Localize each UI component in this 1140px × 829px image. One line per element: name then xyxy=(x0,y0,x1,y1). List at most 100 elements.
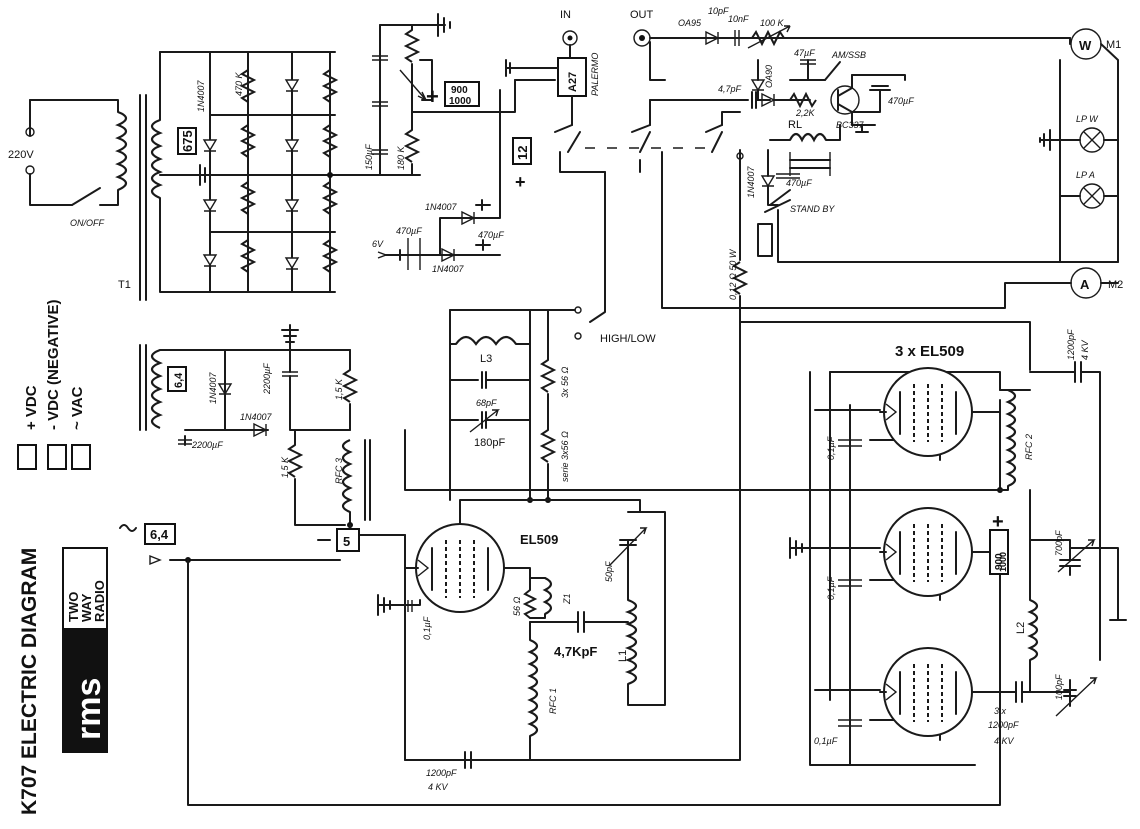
diagram-title: K707 ELECTRIC DIAGRAM xyxy=(18,548,41,815)
am-ssb-switch-section: AM/SSB 47µF BC337 2,2K 470µF 4,7pF OA90 xyxy=(718,48,914,133)
shunt-label: 0,12 Ω 50 W xyxy=(728,248,738,300)
hv-plus-sign: + xyxy=(426,84,439,109)
transistor-label: BC337 xyxy=(836,120,865,130)
v12-label: 12 xyxy=(515,146,530,160)
out-cap-label-a: 3 x xyxy=(994,706,1007,716)
l2-label: L2 xyxy=(1015,622,1027,634)
oa95-label: OA95 xyxy=(678,18,702,28)
lamp-w-label: LP W xyxy=(1076,114,1099,124)
cap-10pf-label: 10pF xyxy=(708,6,729,16)
rfc1-label: RFC 1 xyxy=(548,688,558,714)
meter-a-name: M2 xyxy=(1108,279,1123,291)
meter-w-name: M1 xyxy=(1106,39,1121,51)
l1-label: L1 xyxy=(617,650,629,662)
final-tube-1 xyxy=(879,367,1001,491)
driver-cap-01uf-label: 0,1µF xyxy=(422,616,432,640)
diode-12v-a-label: 1N4007 xyxy=(425,202,458,212)
hv-secondary-label: 675 xyxy=(180,130,195,152)
antenna-relay: IN OUT A27 PALERMO OA95 10pF 10nF 100 K xyxy=(505,6,1071,173)
supply-12v: 6V 1N4007 1N4007 470µF 470µF 12 + xyxy=(372,89,532,274)
relay-rl-standby: RL 1N4007 470µF STAND BY xyxy=(736,119,1119,263)
cap-150uf-label: 150µF xyxy=(364,144,374,170)
cap-180pf-label: 180pF xyxy=(474,437,505,449)
kv-top-label: 4 KV xyxy=(1080,339,1090,360)
rfc3-label: RFC 3 xyxy=(334,458,344,484)
res-1k5-b-label: 1,5 K xyxy=(280,456,290,478)
res-1k5-a-label: 1,5 K xyxy=(334,378,344,400)
final-tube-2 xyxy=(879,507,1001,597)
cap-470uf-a-label: 470µF xyxy=(396,226,422,236)
diode-12v-b-label: 1N4007 xyxy=(432,264,465,274)
heater-diode2-label: 1N4007 xyxy=(240,412,273,422)
z1-label: Z1 xyxy=(562,593,572,605)
cap-100pf-label: 100pF xyxy=(1054,674,1064,700)
l3-label: L3 xyxy=(480,353,492,365)
bot-kv-label: 4 KV xyxy=(428,782,449,792)
bank-res-label: 470 K xyxy=(234,71,244,96)
legend-vdc-neg: - VDC (NEGATIVE) xyxy=(45,299,62,430)
bottom-coupling-cap: 1200pF 4 KV xyxy=(404,751,472,792)
hv-final-box-line1: 900 xyxy=(994,553,1005,570)
out-cap-label-b: 1200pF xyxy=(988,720,1019,730)
mains-switch-label: ON/OFF xyxy=(70,218,104,228)
cap-47uf-label: 47µF xyxy=(794,48,815,58)
cap-470uf-r-label: 470µF xyxy=(888,96,914,106)
legend-vac: ~ VAC xyxy=(69,386,86,430)
meter-a-symbol: A xyxy=(1080,277,1090,292)
heater-secondary-label: 6,4 xyxy=(173,372,185,388)
rms-logo: rms TWO WAY RADIO xyxy=(62,547,108,753)
hv-box-line1: 900 xyxy=(451,85,468,96)
legend: + VDC - VDC (NEGATIVE) ~ VAC xyxy=(17,299,91,470)
standby-label: STAND BY xyxy=(790,204,835,214)
hv-final-plus: + xyxy=(992,511,1004,533)
bot-cap-label: 1200pF xyxy=(426,768,457,778)
meters-lamps: W M1 LP W LP A A M2 xyxy=(661,28,1123,309)
final-cap-c-label: 0,1µF xyxy=(814,736,838,746)
res-180k-label: 180 K xyxy=(396,145,406,170)
driver-stage: EL509 0,1µF 56 Ω Z1 4,7KpF RFC 1 50pF L1 xyxy=(377,321,741,761)
cap-10nf-label: 10nF xyxy=(728,14,749,24)
cap-470uf-rl-label: 470µF xyxy=(786,178,812,188)
high-low-switch: HIGH/LOW L3 68pF 180pF 3x 56 Ω serie 3x5… xyxy=(449,171,656,503)
v6-label: 6V xyxy=(372,239,384,249)
relay-rl-label: RL xyxy=(788,119,802,131)
lamp-a-label: LP A xyxy=(1076,170,1095,180)
bank-diode-label: 1N4007 xyxy=(196,79,206,112)
neg-bias-label: 5 xyxy=(343,534,350,549)
cap-700pf-label: 700pF xyxy=(1054,530,1064,556)
legend-vdc-pos: + VDC xyxy=(23,385,40,430)
cap-47pf-label: 4,7pF xyxy=(718,84,742,94)
res-2k2-label: 2,2K xyxy=(795,108,816,118)
rfc2-label: RFC 2 xyxy=(1024,434,1034,460)
transformer-t1: T1 675 xyxy=(118,94,197,301)
jack-in-label: IN xyxy=(560,9,571,21)
cap-4k7-label: 4,7KpF xyxy=(554,644,597,659)
final-cap-a-label: 0,1µF xyxy=(826,436,836,460)
mains-voltage-label: 220V xyxy=(8,149,34,161)
final-tube-3 xyxy=(879,647,1013,737)
cap-top-label: 1200pF xyxy=(1066,329,1076,360)
cap-50pf-label: 50pF xyxy=(604,561,614,582)
logo-rms-text: rms xyxy=(70,678,108,740)
v12-plus-sign: + xyxy=(515,172,526,192)
res-3x56-label: 3x 56 Ω xyxy=(560,366,570,398)
hv-rectifier-bank: 1N4007 470 K xyxy=(159,51,339,293)
driver-tube-label: EL509 xyxy=(520,532,558,547)
heater-diode-label: 1N4007 xyxy=(208,371,218,404)
out-cap-label-c: 4 KV xyxy=(994,736,1015,746)
pot-100k-label: 100 K xyxy=(760,18,785,28)
res-serie-label: serie 3x56 Ω xyxy=(560,431,570,482)
relay-note-label: PALERMO xyxy=(590,53,600,96)
cap-68pf-label: 68pF xyxy=(476,398,497,408)
finals-label: 3 x EL509 xyxy=(895,343,964,360)
res-56-label: 56 Ω xyxy=(512,596,522,616)
hv-box-line2: 1000 xyxy=(449,96,472,107)
transformer-label: T1 xyxy=(118,279,131,291)
hv-filter: 150µF 180 K + 900 1000 xyxy=(334,13,516,176)
cap-470uf-b-label: 470µF xyxy=(478,230,504,240)
logo-line3: RADIO xyxy=(92,580,107,622)
high-low-label: HIGH/LOW xyxy=(600,333,656,345)
cap-2200uf-a-label: 2200µF xyxy=(262,363,272,395)
jack-out-label: OUT xyxy=(630,9,654,21)
